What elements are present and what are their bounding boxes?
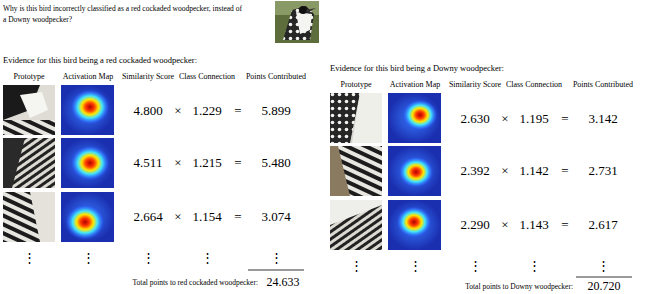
operator: = — [561, 112, 568, 127]
score-value: 1.215 — [192, 156, 221, 171]
column-header: Class Connection — [179, 72, 235, 81]
score-value: 2.392 — [460, 164, 489, 179]
total-value: 24.633 — [267, 276, 300, 290]
column-header: Points Contributed — [246, 72, 306, 81]
score-value: 1.195 — [519, 112, 548, 127]
ellipsis: ⋮ — [350, 259, 363, 274]
operator: = — [561, 164, 568, 179]
total-label: Total points to Downy woodpecker: — [465, 283, 573, 292]
column-header: Class Connection — [506, 80, 562, 89]
column-header: Activation Map — [390, 80, 440, 89]
score-value: 4.800 — [133, 104, 162, 119]
sum-rule — [576, 277, 632, 278]
operator: × — [501, 164, 508, 179]
score-value: 2.290 — [460, 218, 489, 233]
ellipsis: ⋮ — [142, 251, 155, 266]
total-label: Total points to red cockaded woodpecker: — [133, 279, 258, 288]
operator: × — [174, 156, 181, 171]
score-value: 2.630 — [460, 112, 489, 127]
score-value: 2.664 — [133, 210, 162, 225]
section-title: Evidence for this bird being a red cocka… — [3, 56, 197, 66]
sum-rule — [248, 270, 304, 271]
column-header: Similarity Score — [122, 72, 174, 81]
score-value: 1.143 — [519, 218, 548, 233]
total-value: 20.720 — [588, 280, 621, 294]
ellipsis: ⋮ — [409, 259, 422, 274]
score-value: 4.511 — [134, 156, 163, 171]
operator: × — [174, 210, 181, 225]
column-header: Prototype — [340, 80, 371, 89]
score-value: 1.154 — [192, 210, 221, 225]
prototype-image — [330, 93, 382, 250]
prototype-image — [3, 85, 55, 242]
score-value: 3.074 — [261, 210, 290, 225]
score-value: 3.142 — [588, 112, 617, 127]
ellipsis: ⋮ — [597, 259, 610, 274]
section-title: Evidence for this bird being a Downy woo… — [330, 64, 504, 74]
score-value: 1.229 — [192, 104, 221, 119]
column-header: Prototype — [13, 72, 44, 81]
question-text: Why is this bird incorrectly classified … — [3, 3, 243, 25]
score-value: 2.617 — [588, 218, 617, 233]
ellipsis: ⋮ — [270, 251, 283, 266]
activation-map — [61, 85, 114, 242]
ellipsis: ⋮ — [469, 259, 482, 274]
query-bird-image — [275, 1, 319, 43]
column-header: Similarity Score — [449, 80, 501, 89]
ellipsis: ⋮ — [23, 251, 36, 266]
ellipsis: ⋮ — [201, 251, 214, 266]
operator: = — [561, 218, 568, 233]
column-header: Points Contributed — [573, 80, 633, 89]
score-value: 5.899 — [261, 104, 290, 119]
operator: × — [501, 112, 508, 127]
activation-map — [388, 93, 441, 250]
score-value: 1.142 — [519, 164, 548, 179]
ellipsis: ⋮ — [528, 259, 541, 274]
operator: = — [234, 104, 241, 119]
column-header: Activation Map — [63, 72, 113, 81]
operator: = — [234, 156, 241, 171]
operator: = — [234, 210, 241, 225]
operator: × — [174, 104, 181, 119]
score-value: 5.480 — [261, 156, 290, 171]
ellipsis: ⋮ — [82, 251, 95, 266]
score-value: 2.731 — [588, 164, 617, 179]
operator: × — [501, 218, 508, 233]
